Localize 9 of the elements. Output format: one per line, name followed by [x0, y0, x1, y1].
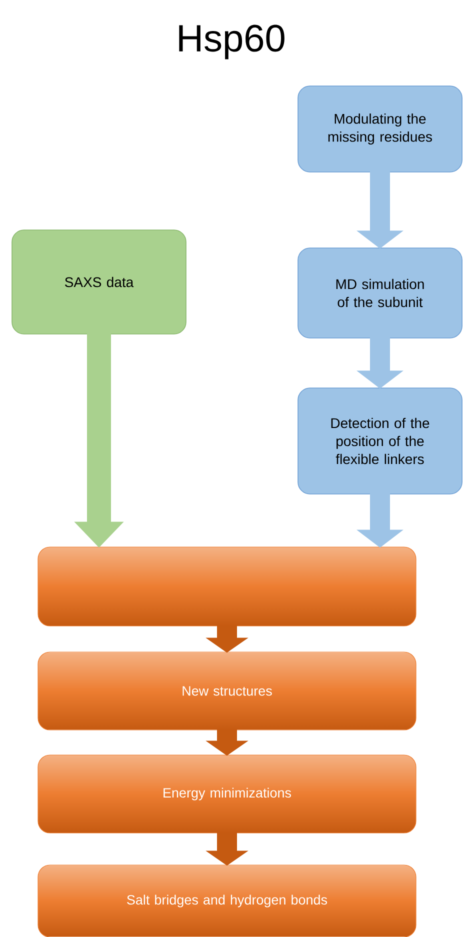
empty-box: [38, 546, 416, 626]
process-box: Modulating the missing residues: [298, 86, 462, 172]
process-box: Detection of the position of the flexible linkers: [298, 388, 462, 494]
step-box: Energy minimizations: [38, 754, 416, 834]
step-box: New structures: [38, 652, 416, 730]
data-box: SAXS data: [12, 230, 186, 334]
process-box: MD simulation of the subunit: [298, 248, 462, 338]
title: Hsp60: [179, 24, 284, 60]
step-box: Salt bridges and hydrogen bonds: [38, 864, 416, 937]
